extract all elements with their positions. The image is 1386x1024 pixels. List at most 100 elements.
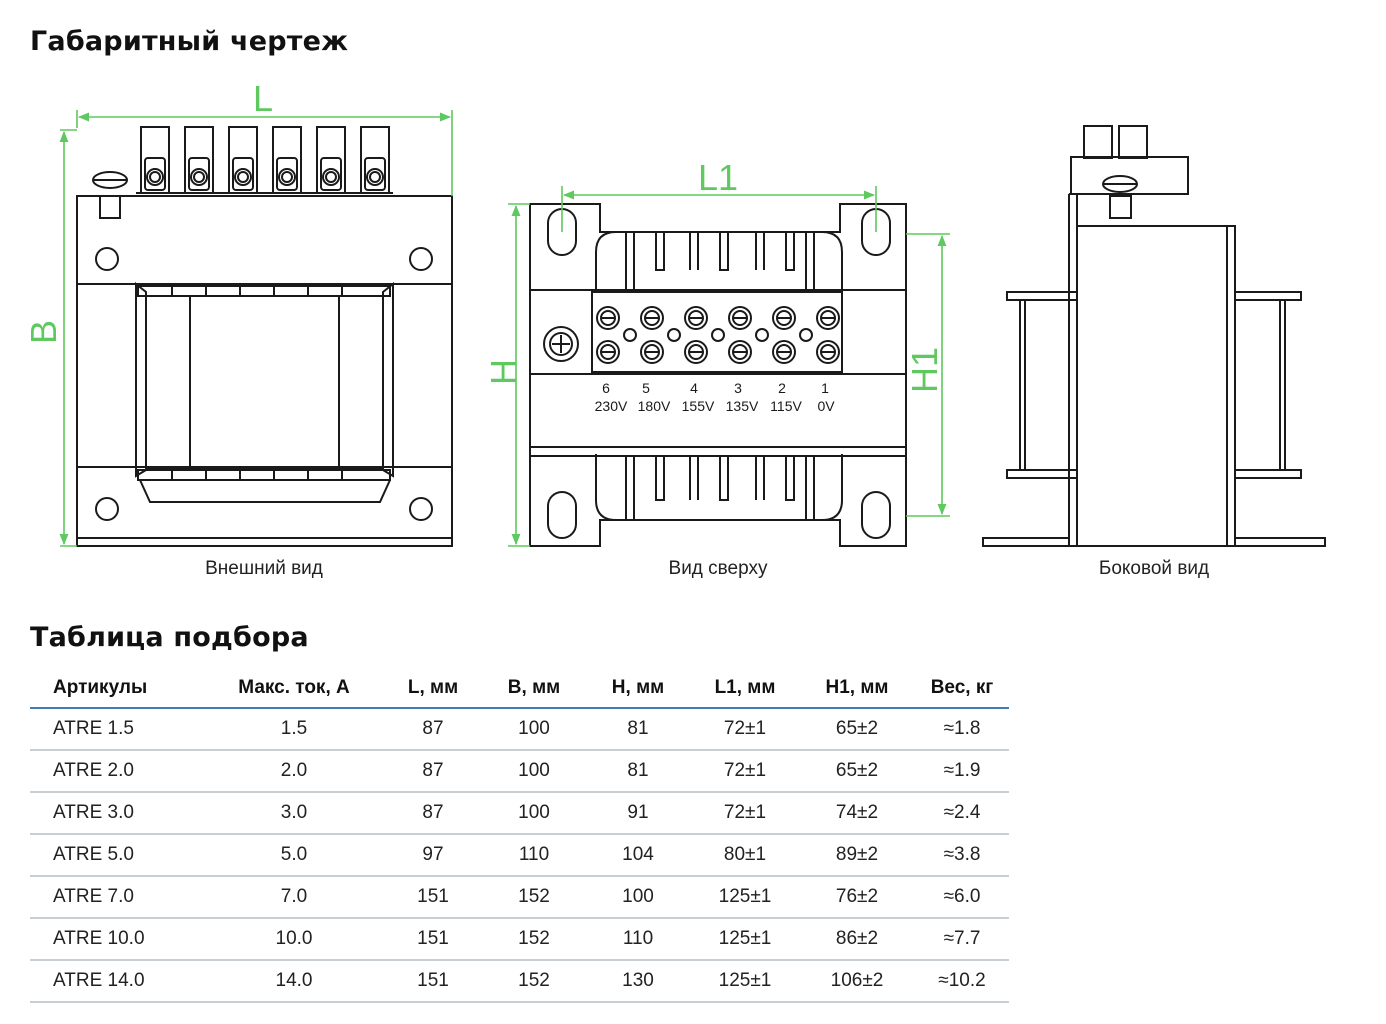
table-cell: ≈1.8 (915, 708, 1009, 751)
column-header: L, мм (383, 668, 483, 709)
terminal-number: 4 (690, 380, 698, 396)
column-header: L1, мм (691, 668, 799, 709)
table-cell: 97 (383, 834, 483, 877)
terminal-voltage: 135V (726, 398, 759, 414)
table-cell: 152 (483, 960, 585, 1003)
table-cell: 80±1 (691, 834, 799, 877)
table-header-row: Артикулы Макс. ток, А L, мм B, мм H, мм … (30, 668, 1009, 709)
terminal-number: 5 (642, 380, 650, 396)
table-row: ATRE 2.0 2.0 87 100 81 72±1 65±2 ≈1.9 (30, 750, 1009, 793)
table-cell: 1.5 (205, 708, 383, 751)
terminal-number: 1 (821, 380, 829, 396)
drawing-title: Габаритный чертеж (30, 26, 349, 57)
table-cell: ≈3.8 (915, 834, 1009, 877)
dim-label-L1: L1 (698, 157, 738, 198)
table-cell: 89±2 (799, 834, 915, 877)
terminal-number: 2 (778, 380, 786, 396)
table-cell: 125±1 (691, 876, 799, 919)
table-cell: 72±1 (691, 792, 799, 835)
top-ground-screw (543, 326, 579, 362)
dim-label-H: H (483, 359, 524, 385)
table-cell: ATRE 3.0 (30, 792, 205, 835)
table-cell: ATRE 2.0 (30, 750, 205, 793)
table-cell: 87 (383, 750, 483, 793)
table-cell: 104 (585, 834, 691, 877)
dim-label-B: B (23, 320, 64, 344)
top-dimensions (508, 186, 950, 547)
table-cell: 152 (483, 918, 585, 961)
caption-top: Вид сверху (669, 558, 768, 579)
table-cell: 100 (483, 750, 585, 793)
table-cell: 130 (585, 960, 691, 1003)
column-header: Вес, кг (915, 668, 1009, 709)
table-cell: ATRE 14.0 (30, 960, 205, 1003)
table-cell: 14.0 (205, 960, 383, 1003)
table-cell: 125±1 (691, 918, 799, 961)
table-cell: 10.0 (205, 918, 383, 961)
column-header: B, мм (483, 668, 585, 709)
table-cell: 5.0 (205, 834, 383, 877)
caption-front: Внешний вид (205, 558, 323, 579)
table-cell: ≈2.4 (915, 792, 1009, 835)
table-cell: 81 (585, 708, 691, 751)
table-cell: 72±1 (691, 708, 799, 751)
table-cell: 87 (383, 708, 483, 751)
table-cell: 110 (483, 834, 585, 877)
table-cell: 110 (585, 918, 691, 961)
column-header: Артикулы (30, 668, 205, 709)
table-cell: 86±2 (799, 918, 915, 961)
terminal-voltage: 155V (682, 398, 715, 414)
front-dimensions (59, 110, 453, 547)
table-cell: ≈1.9 (915, 750, 1009, 793)
table-cell: 125±1 (691, 960, 799, 1003)
table-cell: 151 (383, 876, 483, 919)
table-cell: 152 (483, 876, 585, 919)
table-cell: 7.0 (205, 876, 383, 919)
table-cell: 65±2 (799, 708, 915, 751)
table-cell: ≈6.0 (915, 876, 1009, 919)
table-row: ATRE 14.0 14.0 151 152 130 125±1 106±2 ≈… (30, 960, 1009, 1003)
table-cell: 151 (383, 960, 483, 1003)
table-cell: 87 (383, 792, 483, 835)
terminal-voltage: 230V (595, 398, 628, 414)
terminal-voltage: 180V (638, 398, 671, 414)
table-row: ATRE 7.0 7.0 151 152 100 125±1 76±2 ≈6.0 (30, 876, 1009, 919)
selection-table: Артикулы Макс. ток, А L, мм B, мм H, мм … (30, 668, 1009, 1003)
terminal-voltage: 0V (817, 398, 835, 414)
front-view (76, 126, 453, 547)
table-cell: 76±2 (799, 876, 915, 919)
caption-side: Боковой вид (1099, 558, 1209, 579)
table-cell: ATRE 1.5 (30, 708, 205, 751)
top-terminal-screws (596, 306, 840, 364)
table-cell: ≈7.7 (915, 918, 1009, 961)
column-header: H, мм (585, 668, 691, 709)
table-row: ATRE 1.5 1.5 87 100 81 72±1 65±2 ≈1.8 (30, 708, 1009, 751)
table-cell: 151 (383, 918, 483, 961)
table-cell: 65±2 (799, 750, 915, 793)
terminal-number: 6 (602, 380, 610, 396)
table-cell: 3.0 (205, 792, 383, 835)
table-row: ATRE 10.0 10.0 151 152 110 125±1 86±2 ≈7… (30, 918, 1009, 961)
table-cell: 2.0 (205, 750, 383, 793)
table-cell: ATRE 10.0 (30, 918, 205, 961)
table-cell: ATRE 5.0 (30, 834, 205, 877)
table-cell: 100 (483, 708, 585, 751)
table-cell: 100 (483, 792, 585, 835)
terminal-voltage: 115V (770, 398, 802, 414)
table-cell: ≈10.2 (915, 960, 1009, 1003)
terminal-number: 3 (734, 380, 742, 396)
table-cell: 100 (585, 876, 691, 919)
table-row: ATRE 3.0 3.0 87 100 91 72±1 74±2 ≈2.4 (30, 792, 1009, 835)
dim-label-L: L (253, 78, 273, 119)
table-cell: 74±2 (799, 792, 915, 835)
dim-label-H1: H1 (904, 347, 945, 393)
top-view (529, 203, 907, 547)
column-header: H1, мм (799, 668, 915, 709)
side-view (982, 125, 1326, 547)
table-cell: 81 (585, 750, 691, 793)
table-title: Таблица подбора (30, 622, 309, 653)
table-row: ATRE 5.0 5.0 97 110 104 80±1 89±2 ≈3.8 (30, 834, 1009, 877)
column-header: Макс. ток, А (205, 668, 383, 709)
terminal-labels: 6 5 4 3 2 1 230V 180V 155V 135V 115V 0V (595, 380, 836, 414)
dimension-drawing: L B (23, 78, 1326, 579)
